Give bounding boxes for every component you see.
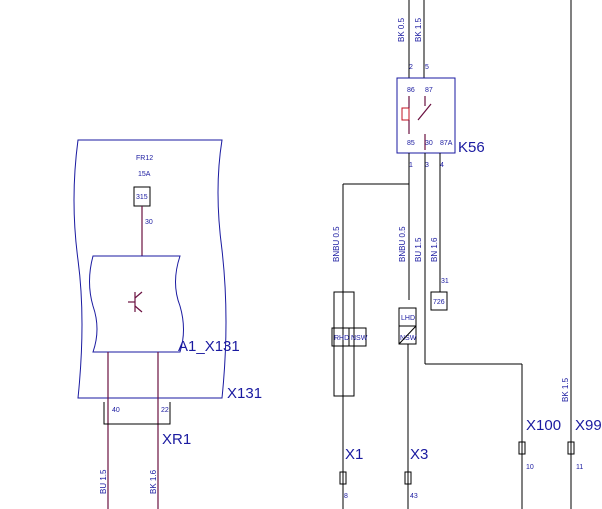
relay-contact-30: 30 [425, 140, 433, 147]
relay-contact-86: 86 [407, 87, 415, 94]
wire-label-bn-16: BN 1.6 [430, 237, 439, 262]
wire-label-bk: BK 1.6 [149, 469, 158, 494]
xr1-label: XR1 [162, 431, 191, 448]
relay-top-wire-right: BK 1.5 [414, 17, 423, 42]
connector-x99-label: X99 [575, 417, 602, 434]
connector-x100-label: X100 [526, 417, 561, 434]
relay-contact-87a: 87A [440, 140, 453, 147]
connector-x3-pin: 43 [410, 493, 418, 500]
relay-coil [401, 107, 410, 121]
lhd-label: LHD [401, 315, 415, 322]
xr1-pin-left: 40 [112, 407, 120, 414]
relay-top-pin-right: 5 [425, 64, 429, 71]
splice-726-label: 726 [433, 299, 445, 306]
relay-bottom-pin-1: 1 [409, 162, 413, 169]
connector-x100-pin: 10 [526, 464, 534, 471]
wire-label-bnbu-1: BNBU 0.5 [332, 226, 341, 262]
module-label: A1_X131 [178, 338, 240, 355]
relay-contact-87: 87 [425, 87, 433, 94]
transistor-icon [128, 291, 143, 313]
xr1-connector [103, 402, 171, 425]
module-outline [73, 139, 227, 399]
relay-box [396, 77, 456, 154]
connector-x99: X99 11 [567, 417, 602, 471]
relay-label: K56 [458, 139, 485, 156]
connector-x3: X3 43 [404, 446, 428, 500]
fuse-rating: 15A [138, 171, 151, 178]
module-body [89, 255, 184, 353]
rhd-label: RHD [334, 335, 349, 342]
fuse-name: FR12 [136, 155, 153, 162]
relay-bottom-pin-4: 4 [440, 162, 444, 169]
connector-x1-label: X1 [345, 446, 363, 463]
xr1-pin-right: 22 [161, 407, 169, 414]
connector-x100: X100 10 [518, 417, 561, 471]
wire-label-bu: BU 1.5 [99, 469, 108, 494]
relay-contact-85: 85 [407, 140, 415, 147]
wire-label-bk-15: BK 1.5 [561, 377, 570, 402]
relay-top-wire-left: BK 0.5 [397, 17, 406, 42]
module-outline-label: X131 [227, 385, 262, 402]
lhd-nsw-label: NSW [400, 335, 417, 342]
splice-726-pin: 31 [441, 278, 449, 285]
fuse-box-label: 315 [136, 194, 148, 201]
connector-x1-pin: 8 [344, 493, 348, 500]
connector-x1: X1 8 [339, 446, 363, 500]
rhd-bracket [333, 291, 355, 397]
wire-label-bu-15: BU 1.5 [414, 237, 423, 262]
rhd-nsw-label: NSW [351, 335, 368, 342]
relay-bottom-pin-3: 3 [425, 162, 429, 169]
splice-726-box [430, 291, 448, 311]
fuse-pin: 30 [145, 219, 153, 226]
connector-x3-label: X3 [410, 446, 428, 463]
connector-x99-pin: 11 [576, 464, 583, 471]
relay-top-pin-left: 2 [409, 64, 413, 71]
wire-label-bnbu-2: BNBU 0.5 [398, 226, 407, 262]
